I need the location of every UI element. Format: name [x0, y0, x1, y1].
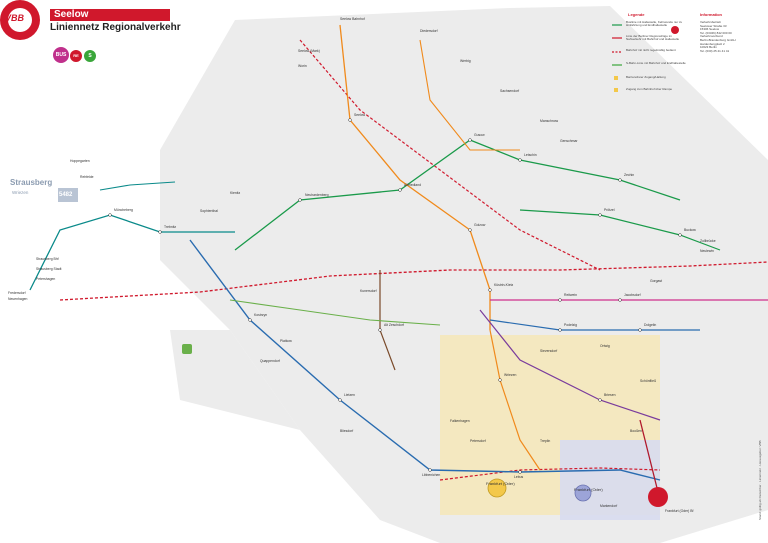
station-label: Zechin: [624, 174, 634, 178]
station-label: Kienitz: [230, 192, 240, 196]
station-label: Neuhardenberg: [305, 194, 329, 198]
station-label: Zollbrücke: [700, 240, 716, 244]
info-line: Tel. (030) 25 41 41 41: [700, 50, 736, 54]
station-label: Wriezen: [504, 374, 516, 378]
station-label: Quappendorf: [260, 360, 280, 364]
station-label: Hoppegarten: [70, 160, 90, 164]
station-label: Kostrzyn: [254, 314, 267, 318]
station-label: Petershagen: [36, 278, 55, 282]
legend-item-barrier-free: Barrierefreier Zugang/Haltung: [626, 76, 688, 79]
station-label: Rehfelde: [80, 176, 94, 180]
legend-title: Legende: [628, 12, 644, 17]
station-label: Podelzig: [564, 324, 577, 328]
station-label: Golzow: [474, 224, 485, 228]
city-label-2: Frankfurt (Oder): [574, 488, 603, 492]
station-label: Manschnow: [540, 120, 558, 124]
station-label: Letschin: [524, 154, 537, 158]
info-block: Verkehrsbetrieb Seelower Straße 33 15306…: [700, 21, 736, 53]
legend-item-bus: Buslinie mit Haltestelle, Kehrwende nur …: [626, 21, 688, 28]
vbb-brand-text: VBB: [5, 13, 24, 23]
station-label: Jacobsdorf: [624, 294, 641, 298]
station-label: Strausberg Stadt: [36, 268, 61, 272]
legend-item-ramp: Zugang zum Bahnhof über Rampe: [626, 88, 688, 91]
header-title: Seelow: [50, 9, 170, 21]
town-sub: Wriezen: [12, 190, 28, 195]
station-label: Alt Zeschdorf: [384, 324, 404, 328]
station-label: Gusow: [474, 134, 485, 138]
station-label: Prötzel: [604, 209, 615, 213]
station-label: Booßen: [630, 430, 642, 434]
station-label: Frankfurt (Oder) Bf: [665, 510, 693, 514]
station-label: Gorgast: [650, 280, 662, 284]
station-label: Fredersdorf: [8, 292, 26, 296]
station-label: Seelow Bahnhof: [340, 18, 365, 22]
side-note: Stand: gültig ab Dezember · Liniennetz ·…: [758, 440, 762, 520]
station-label: Seelow: [354, 114, 365, 118]
station-label: Briesen: [604, 394, 616, 398]
city-marker-3: [648, 487, 668, 507]
town-name: Strausberg: [10, 178, 52, 187]
bus-badge: BUS: [54, 51, 68, 59]
town-number: 5482: [59, 192, 72, 198]
station-label: Markendorf: [600, 505, 617, 509]
station-label: Bliesdorf: [340, 430, 353, 434]
info-title: Information: [700, 12, 722, 17]
station-label: Trebnitz: [164, 226, 176, 230]
station-label: Sachsendorf: [500, 90, 519, 94]
regional-badge: RE: [71, 52, 81, 60]
station-label: Genschmar: [560, 140, 578, 144]
station-label: Sieversdorf: [540, 350, 557, 354]
station-label: Strausberg Bhf: [36, 258, 59, 262]
sbahn-badge: S: [85, 52, 95, 60]
station-label: Ortwig: [600, 345, 610, 349]
station-label: Platkow: [280, 340, 292, 344]
header-subtitle: Liniennetz Regionalverkehr: [50, 22, 181, 33]
station-label: Altfriedland: [404, 184, 421, 188]
station-label: Libbenichen: [422, 474, 440, 478]
legend-item-sbahn: S-Bahn-Linie mit Bahnhof und Endhalteste…: [626, 62, 688, 65]
station-label: Falkenhagen: [450, 420, 470, 424]
station-label: Werbig: [460, 60, 471, 64]
legend-item-rail: Linie der Berliner Regionalzüge im Nahve…: [626, 35, 688, 42]
station-label: Petersdorf: [470, 440, 486, 444]
station-label: Buckow: [684, 229, 696, 233]
station-label: Seelow (Mark): [298, 50, 320, 54]
station-label: Kunersdorf: [360, 290, 377, 294]
station-label: Neulewin: [700, 250, 714, 254]
station-label: Sophienthal: [200, 210, 218, 214]
legend-item-rail-irregular: Bahnhof mit nicht regelmäßig bedient: [626, 49, 688, 52]
station-label: Lebus: [514, 476, 523, 480]
station-label: Lietzen: [344, 394, 355, 398]
station-label: Worin: [298, 65, 307, 69]
station-label: Treplin: [540, 440, 550, 444]
station-label: Küstrin-Kietz: [494, 284, 513, 288]
sbahn-area-icon: [182, 344, 192, 354]
station-label: Neuenhagen: [8, 298, 27, 302]
station-label: Diedersdorf: [420, 30, 438, 34]
city-label-1: Frankfurt (Oder): [486, 482, 515, 486]
station-label: Dolgelin: [644, 324, 656, 328]
station-label: Schönfließ: [640, 380, 656, 384]
station-label: Reitwein: [564, 294, 577, 298]
station-label: Müncheberg: [114, 209, 133, 213]
